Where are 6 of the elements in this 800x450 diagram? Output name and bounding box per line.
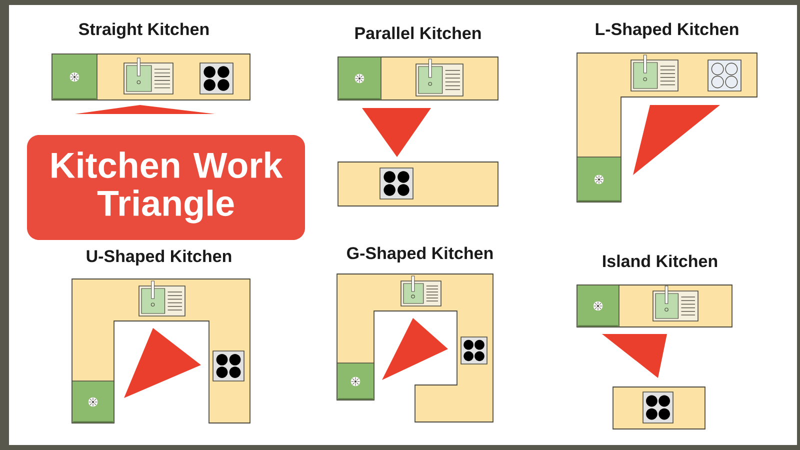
section-heading: L-Shaped Kitchen (596, 22, 738, 39)
section-heading: Island Kitchen (603, 254, 718, 268)
section-heading: Straight Kitchen (78, 22, 209, 39)
section-heading: G-Shaped Kitchen (347, 246, 493, 263)
title-box: Kitchen Work Triangle (27, 135, 305, 240)
section-heading: Parallel Kitchen (355, 26, 481, 40)
